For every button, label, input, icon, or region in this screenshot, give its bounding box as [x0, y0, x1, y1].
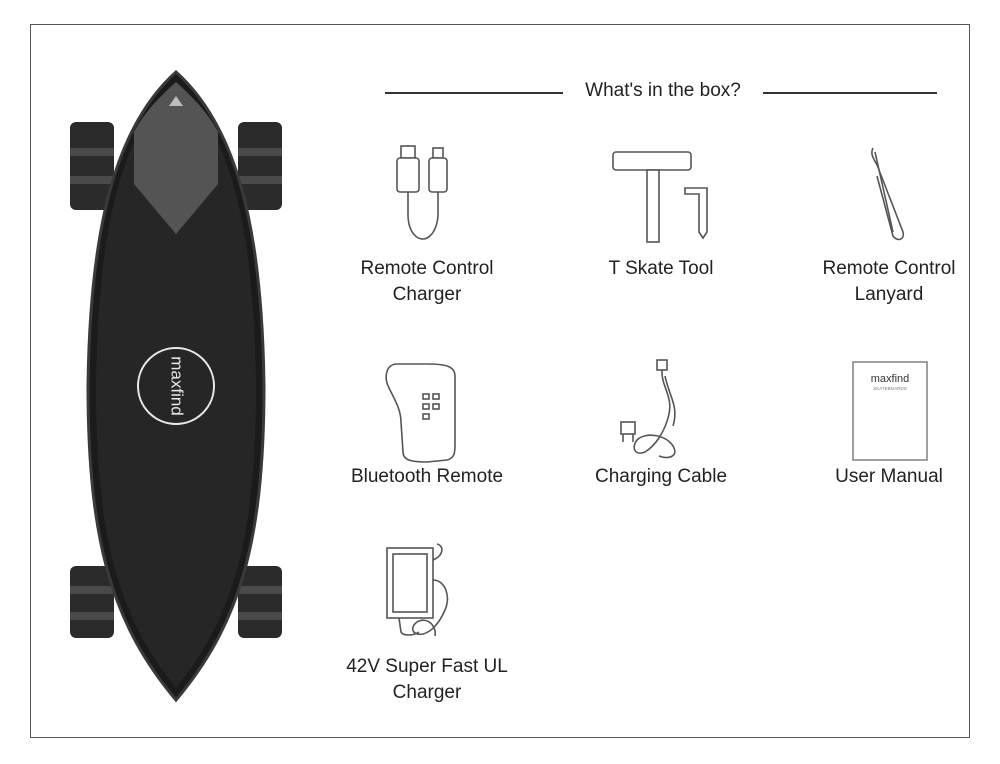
manual-logo-text: maxfind — [871, 373, 910, 385]
manual-logo-subtext: SKATEBOARDS — [873, 386, 906, 391]
item-label-line: Charger — [392, 682, 462, 703]
wheel-front-right — [238, 122, 282, 210]
deck-logo-circle — [137, 347, 215, 425]
wheel-front-left — [70, 122, 114, 210]
item-remote-charger: Remote Control Charger — [327, 142, 527, 308]
item-user-manual: maxfind SKATEBOARDS User Manual — [789, 356, 989, 490]
item-label-line: T Skate Tool — [608, 258, 714, 279]
grip-tape — [96, 82, 256, 688]
item-label-line: Charger — [392, 284, 462, 305]
t-tool-icon — [612, 151, 708, 243]
nose-panel — [134, 82, 218, 234]
item-bluetooth-remote: Bluetooth Remote — [327, 356, 527, 490]
charger-brick-icon — [386, 543, 449, 637]
item-label-line: User Manual — [835, 466, 943, 487]
item-label-line: Bluetooth Remote — [350, 466, 504, 487]
box-title: What's in the box? — [585, 80, 741, 101]
item-lanyard: Remote Control Lanyard — [789, 142, 989, 308]
nose-arrow-icon — [169, 96, 183, 106]
wheel-rear-right — [238, 566, 282, 638]
lanyard-icon — [871, 147, 905, 241]
item-fast-charger: 42V Super Fast UL Charger — [327, 540, 527, 706]
item-label-line: Charging Cable — [594, 466, 728, 487]
box-title-row: What's in the box? — [385, 76, 937, 110]
remote-icon — [385, 363, 456, 463]
item-t-skate-tool: T Skate Tool — [561, 142, 761, 282]
item-label-line: Remote Control — [822, 258, 956, 279]
deck-logo-text: maxfind — [168, 356, 187, 416]
content-frame — [30, 24, 970, 738]
item-label-line: Lanyard — [854, 284, 924, 305]
title-rule-right — [763, 92, 937, 94]
item-label-line: Remote Control — [360, 258, 494, 279]
item-label-line: 42V Super Fast UL — [346, 656, 508, 677]
charging-cable-icon — [620, 359, 676, 459]
item-charging-cable: Charging Cable — [561, 356, 761, 490]
usb-cable-icon — [396, 145, 448, 240]
wheel-rear-left — [70, 566, 114, 638]
title-rule-left — [385, 92, 563, 94]
manual-icon: maxfind SKATEBOARDS — [852, 361, 928, 461]
skateboard-image: maxfind — [70, 69, 282, 703]
